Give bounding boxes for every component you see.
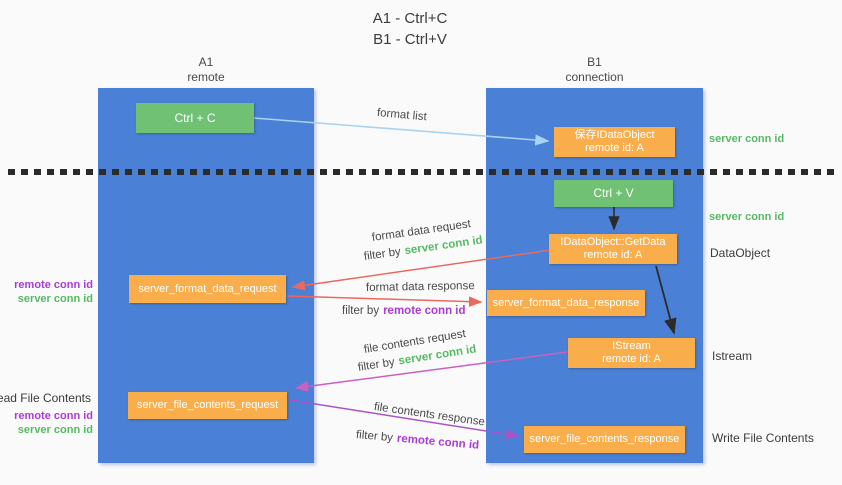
- lane-a-header: A1 remote: [98, 55, 314, 85]
- format-data-response-arrow: [286, 295, 483, 307]
- filter-by-text: filter by: [342, 305, 380, 317]
- lane-b-header: B1 connection: [486, 55, 703, 85]
- remote-conn-id-text: remote conn id: [383, 305, 466, 317]
- annotation-dataobject: DataObject: [710, 246, 771, 260]
- node-file-response-label: server_file_contents_response: [529, 433, 680, 445]
- title-line-1: A1 - Ctrl+C: [372, 10, 448, 27]
- node-ctrl-c-label: Ctrl + C: [174, 110, 216, 125]
- lane-b-id: B1: [587, 55, 602, 69]
- node-save-idataobject: 保存IDataObject remote id: A: [554, 127, 675, 157]
- node-format-request-label: server_format_data_request: [138, 282, 277, 295]
- node-istream-subtitle: remote id: A: [602, 353, 661, 365]
- node-server-format-data-response: server_format_data_response: [487, 290, 645, 316]
- node-save-idataobject-subtitle: remote id: A: [585, 142, 644, 154]
- annotation-server-conn-id-left-1: server conn id: [17, 293, 93, 305]
- dotted-divider: [8, 169, 836, 175]
- format-data-request-arrow: [291, 249, 552, 291]
- lane-b-role: connection: [565, 70, 624, 84]
- node-file-request-label: server_file_contents_request: [136, 399, 279, 411]
- node-server-file-contents-response: server_file_contents_response: [524, 426, 685, 453]
- annotation-istream: Istream: [712, 349, 753, 363]
- node-server-file-contents-request: server_file_contents_request: [128, 392, 287, 419]
- node-getdata-title: IDataObject::GetData: [560, 236, 666, 248]
- node-ctrl-v: Ctrl + V: [554, 180, 673, 207]
- diagram-title: A1 - Ctrl+C B1 - Ctrl+V: [310, 8, 510, 50]
- node-istream: IStream remote id: A: [568, 338, 695, 368]
- annotation-remote-conn-id-1: remote conn id: [14, 279, 93, 291]
- node-idataobject-getdata: IDataObject::GetData remote id: A: [549, 234, 677, 264]
- annotation-server-conn-id-top: server conn id: [709, 133, 785, 145]
- annotation-server-conn-id-left-2: server conn id: [17, 424, 93, 436]
- lane-a-role: remote: [187, 70, 225, 84]
- node-istream-title: IStream: [612, 340, 651, 352]
- file-contents-request-arrow: [294, 351, 568, 392]
- lane-a-id: A1: [198, 55, 214, 69]
- annotation-remote-conn-id-2: remote conn id: [14, 410, 93, 422]
- node-ctrl-c: Ctrl + C: [136, 103, 254, 133]
- getdata-to-istream-arrow: [655, 265, 677, 335]
- format-list-arrow: [253, 117, 550, 146]
- node-save-idataobject-title: 保存IDataObject: [574, 129, 655, 141]
- node-getdata-subtitle: remote id: A: [583, 249, 643, 261]
- annotation-read-file-contents: Read File Contents: [0, 391, 91, 405]
- node-ctrl-v-label: Ctrl + V: [593, 186, 634, 200]
- label-format-data-response: format data response: [365, 280, 475, 294]
- file-contents-response-arrow: [289, 399, 520, 440]
- node-server-format-data-request: server_format_data_request: [129, 275, 286, 303]
- annotation-write-file-contents: Write File Contents: [712, 431, 814, 445]
- node-format-response-label: server_format_data_response: [492, 296, 640, 309]
- title-line-2: B1 - Ctrl+V: [373, 31, 447, 48]
- annotation-server-conn-id-mid: server conn id: [709, 211, 785, 223]
